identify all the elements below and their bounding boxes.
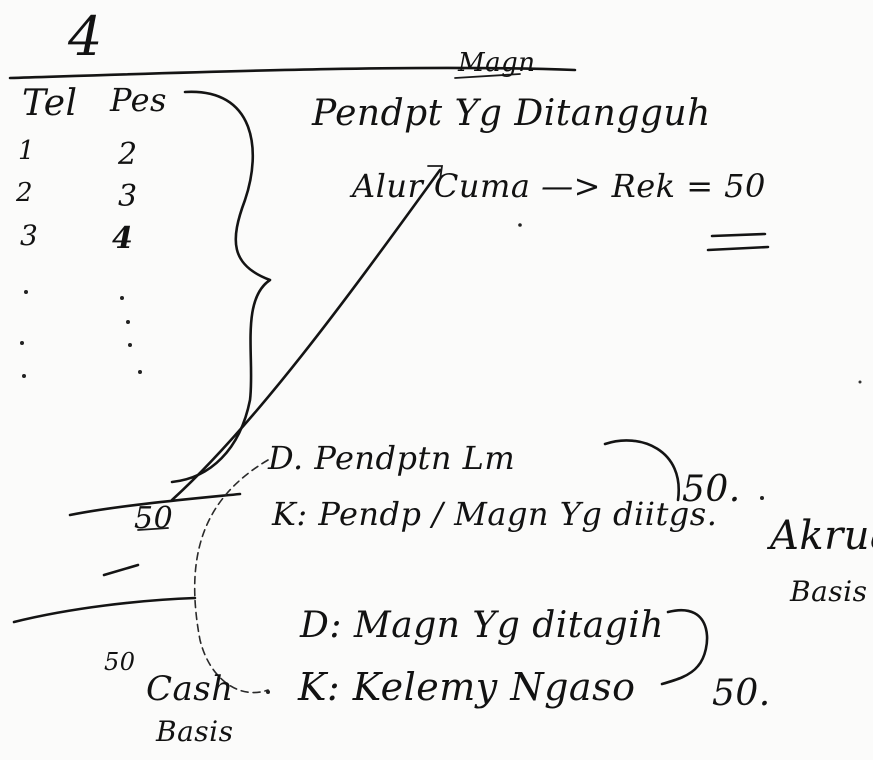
table-cell: 1 — [18, 136, 36, 166]
note-line-1: Pendpt Yg Ditangguh — [312, 93, 711, 134]
double-underline-1 — [710, 232, 767, 238]
amount-underline — [137, 527, 169, 531]
magn-label: Magn — [458, 48, 536, 78]
table-dot — [20, 341, 24, 345]
table-dot — [24, 290, 28, 294]
cash-credit-entry: K: Kelemy Ngaso — [298, 665, 636, 709]
table-cell: 2 — [118, 137, 138, 172]
table-dot — [120, 296, 124, 300]
stray-dot — [858, 380, 862, 384]
table-dot — [128, 343, 132, 347]
cash-basis-label-2: Basis — [156, 715, 234, 748]
cash-amount: 50. — [712, 673, 771, 714]
left-line-3 — [12, 596, 197, 624]
cash-debit-entry: D: Magn Yg ditagih — [300, 605, 664, 646]
left-line-2 — [102, 563, 140, 577]
magn-underline — [454, 73, 521, 79]
accrual-label: Akrual — [770, 513, 873, 559]
arrow-head — [427, 165, 444, 181]
top-rule-line — [8, 66, 577, 80]
table-dot — [126, 320, 130, 324]
table-cell: 3 — [20, 219, 39, 252]
table-cell: 2 — [16, 178, 34, 208]
accrual-basis-label: Basis — [790, 575, 868, 608]
cash-basis-label: Cash — [146, 669, 234, 709]
bullet-dot — [760, 496, 764, 500]
table-cell: 4 — [112, 221, 134, 256]
table-header-pes: Pes — [110, 81, 167, 119]
table-dot — [138, 370, 142, 374]
cash-bracket — [660, 608, 709, 686]
left-amount-top: 50 — [134, 501, 174, 536]
left-amount-bottom: 50 — [104, 648, 136, 676]
table-cell: 3 — [118, 179, 138, 214]
accrual-bracket — [603, 439, 681, 502]
table-dot — [22, 374, 26, 378]
journal-connector — [193, 459, 269, 694]
accrual-debit-entry: D. Pendptn Lm — [268, 439, 516, 477]
note-line-2: Alur Cuma —> Rek = 50 — [352, 167, 766, 205]
table-brace — [170, 90, 272, 484]
table-header-tel: Tel — [22, 83, 78, 124]
left-line-1 — [68, 492, 242, 517]
stray-dot — [518, 223, 522, 227]
accrual-credit-entry: K: Pendp / Magn Yg diitgs. — [272, 495, 718, 533]
accrual-amount: 50. — [682, 469, 741, 510]
double-underline-2 — [706, 245, 770, 252]
page-number: 4 — [68, 5, 103, 68]
bullet-dot — [266, 690, 270, 694]
diagonal-arrow-line — [170, 168, 442, 502]
